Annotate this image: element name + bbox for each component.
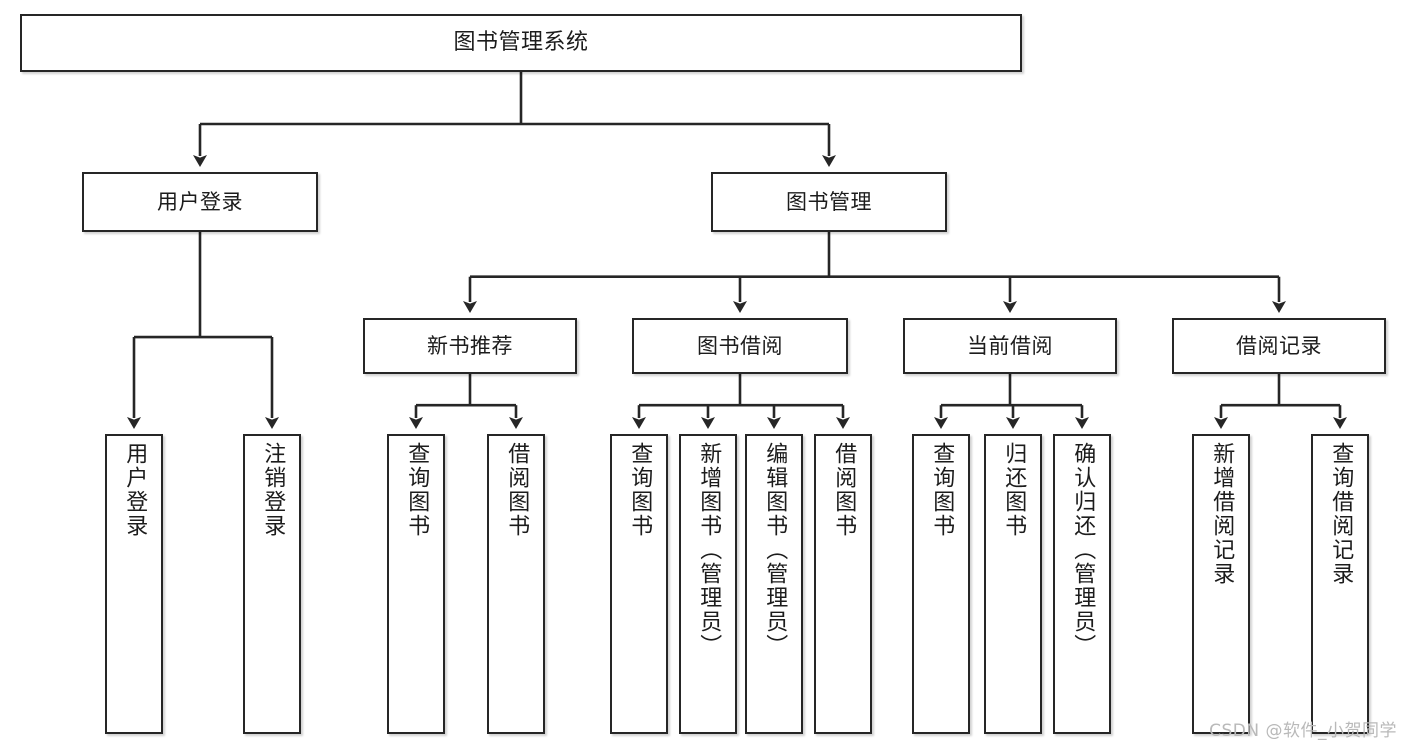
node-label: 借阅记录 bbox=[1236, 333, 1322, 358]
leaf-borrow-book[interactable]: 借阅图书 bbox=[814, 434, 872, 734]
leaf-query-book-current[interactable]: 查询图书 bbox=[912, 434, 970, 734]
node-user-login[interactable]: 用户登录 bbox=[82, 172, 318, 232]
node-label: 注销登录 bbox=[260, 442, 286, 538]
node-label: 图书借阅 bbox=[697, 333, 783, 358]
node-label: 用户登录 bbox=[122, 442, 148, 538]
node-label: 当前借阅 bbox=[967, 333, 1053, 358]
leaf-confirm-return-admin[interactable]: 确认归还（管理员） bbox=[1053, 434, 1111, 734]
node-label: 查询图书 bbox=[627, 442, 653, 538]
node-borrow-record[interactable]: 借阅记录 bbox=[1172, 318, 1386, 374]
node-label: 新书推荐 bbox=[427, 333, 513, 358]
node-label: 借阅图书 bbox=[831, 442, 857, 538]
node-book-management[interactable]: 图书管理 bbox=[711, 172, 947, 232]
leaf-query-borrow-record[interactable]: 查询借阅记录 bbox=[1311, 434, 1369, 734]
node-label: 查询图书 bbox=[929, 442, 955, 538]
watermark-text: CSDN @软件_小贺同学 bbox=[1209, 721, 1397, 741]
node-label: 编辑图书（管理员） bbox=[762, 442, 788, 658]
leaf-return-book[interactable]: 归还图书 bbox=[984, 434, 1042, 734]
node-label: 图书管理系统 bbox=[453, 30, 589, 56]
leaf-user-login[interactable]: 用户登录 bbox=[105, 434, 163, 734]
node-label: 用户登录 bbox=[157, 189, 243, 214]
leaf-edit-book-admin[interactable]: 编辑图书（管理员） bbox=[745, 434, 803, 734]
node-label: 归还图书 bbox=[1001, 442, 1027, 538]
node-label: 查询图书 bbox=[404, 442, 430, 538]
node-current-borrow[interactable]: 当前借阅 bbox=[903, 318, 1117, 374]
node-root[interactable]: 图书管理系统 bbox=[20, 14, 1022, 72]
node-label: 借阅图书 bbox=[504, 442, 530, 538]
leaf-add-book-admin[interactable]: 新增图书（管理员） bbox=[679, 434, 737, 734]
node-book-borrow[interactable]: 图书借阅 bbox=[632, 318, 848, 374]
leaf-query-book-recommend[interactable]: 查询图书 bbox=[387, 434, 445, 734]
node-label: 确认归还（管理员） bbox=[1070, 442, 1096, 658]
node-new-book-recommend[interactable]: 新书推荐 bbox=[363, 318, 577, 374]
leaf-logout-login[interactable]: 注销登录 bbox=[243, 434, 301, 734]
leaf-query-book-borrow[interactable]: 查询图书 bbox=[610, 434, 668, 734]
node-label: 新增借阅记录 bbox=[1209, 442, 1235, 586]
leaf-add-borrow-record[interactable]: 新增借阅记录 bbox=[1192, 434, 1250, 734]
node-label: 查询借阅记录 bbox=[1328, 442, 1354, 586]
leaf-borrow-book-recommend[interactable]: 借阅图书 bbox=[487, 434, 545, 734]
node-label: 图书管理 bbox=[786, 189, 872, 214]
node-label: 新增图书（管理员） bbox=[696, 442, 722, 658]
